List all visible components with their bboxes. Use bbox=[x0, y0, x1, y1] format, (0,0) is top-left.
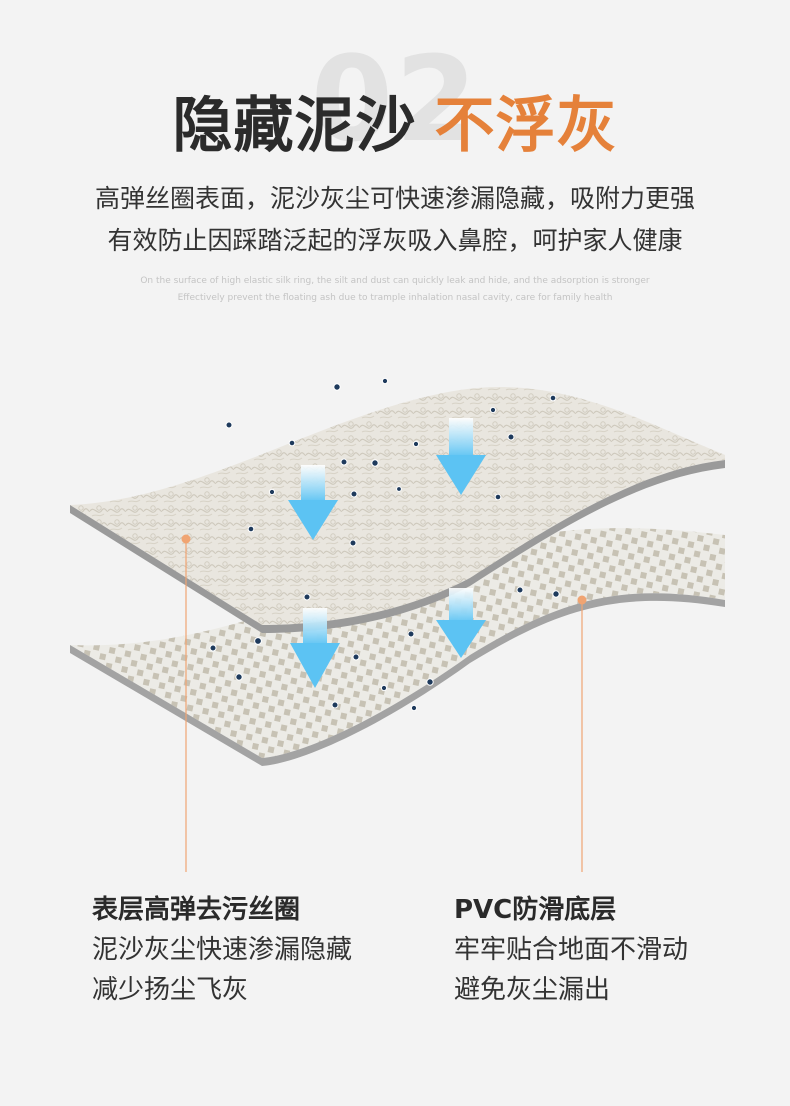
headline: 隐藏泥沙不浮灰 bbox=[0, 96, 790, 156]
callout-line-bottom bbox=[577, 595, 587, 872]
down-arrow-icon bbox=[436, 418, 486, 495]
mat-layers-illustration bbox=[70, 377, 725, 872]
pvc-bottom-layer bbox=[70, 528, 725, 766]
description-line-1: 高弹丝圈表面，泥沙灰尘可快速渗漏隐藏，吸附力更强 bbox=[94, 184, 695, 213]
loop-top-layer bbox=[70, 387, 725, 633]
bottom-layer-desc-1: 牢牢贴合地面不滑动 bbox=[454, 935, 689, 965]
bottom-layer-title: PVC防滑底层 bbox=[454, 895, 617, 925]
down-arrow-icon bbox=[290, 608, 340, 688]
headline-main: 隐藏泥沙 bbox=[172, 91, 417, 161]
down-arrow-icon bbox=[288, 465, 338, 540]
down-arrow-icon bbox=[436, 588, 486, 658]
top-layer-title: 表层高弹去污丝圈 bbox=[92, 895, 301, 925]
section-number: 02 bbox=[310, 30, 480, 168]
description-en-line-1: On the surface of high elastic silk ring… bbox=[140, 276, 650, 286]
bottom-layer-caption: PVC防滑底层 牢牢贴合地面不滑动 避免灰尘漏出 bbox=[454, 897, 688, 1017]
description-en-line-2: Effectively prevent the floating ash due… bbox=[177, 293, 613, 303]
top-layer-desc-2: 减少扬尘飞灰 bbox=[92, 975, 249, 1005]
bottom-layer-desc-2: 避免灰尘漏出 bbox=[454, 975, 611, 1005]
callout-line-top bbox=[181, 534, 191, 872]
top-layer-desc-1: 泥沙灰尘快速渗漏隐藏 bbox=[92, 935, 353, 965]
description-line-2: 有效防止因踩踏泛起的浮灰吸入鼻腔，呵护家人健康 bbox=[107, 226, 683, 255]
dust-particle-icon bbox=[209, 377, 560, 712]
headline-accent: 不浮灰 bbox=[434, 91, 618, 161]
top-layer-caption: 表层高弹去污丝圈 泥沙灰尘快速渗漏隐藏 减少扬尘飞灰 bbox=[92, 897, 352, 1017]
